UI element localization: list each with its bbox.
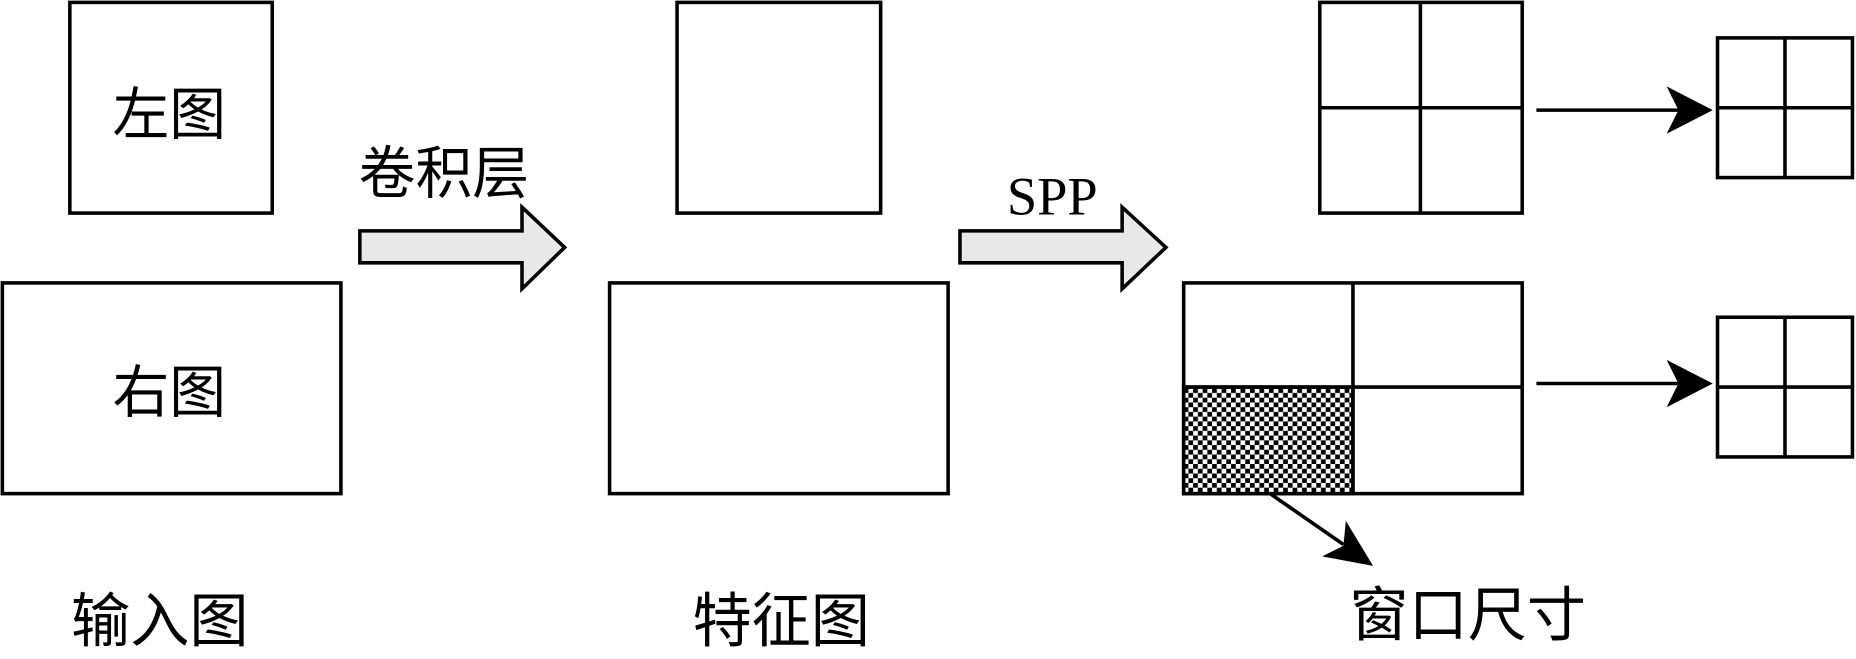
- spp-arrow-group: SPP: [958, 165, 1169, 293]
- left-image-box: [68, 0, 275, 215]
- right-image-label: 右图: [112, 360, 226, 426]
- caption-feature-map: 特征图: [692, 587, 870, 656]
- window-size-pointer-head: [1322, 520, 1374, 566]
- feature-maps-group: [607, 0, 950, 496]
- output-arrow-top: [1536, 86, 1713, 134]
- pooling-grid-bottom: [1181, 281, 1524, 496]
- output-arrow-top-head: [1666, 86, 1713, 134]
- pooling-window-highlight: [1181, 385, 1355, 496]
- conv-layer-label: 卷积层: [359, 141, 529, 207]
- window-size-pointer: [1269, 492, 1374, 566]
- output-grid-top: [1715, 36, 1855, 180]
- output-arrow-bottom: [1536, 359, 1713, 408]
- output-grid-bottom: [1715, 315, 1855, 459]
- conv-layer-arrow-group: 卷积层: [358, 141, 568, 294]
- input-images-group: 左图 右图: [0, 0, 343, 496]
- window-size-pointer-shaft: [1269, 492, 1345, 546]
- right-image-box: [0, 281, 343, 496]
- spp-label: SPP: [1007, 165, 1098, 226]
- conv-layer-arrow: [358, 203, 568, 294]
- left-image-label: 左图: [112, 82, 226, 148]
- caption-window-size: 窗口尺寸: [1349, 581, 1586, 650]
- feature-map-top-box: [675, 0, 883, 215]
- spp-arrow: [958, 203, 1169, 293]
- caption-input-image: 输入图: [71, 587, 249, 656]
- pooling-grid-top: [1318, 0, 1524, 215]
- feature-map-bottom-box: [607, 281, 950, 496]
- output-arrow-bottom-head: [1666, 359, 1713, 408]
